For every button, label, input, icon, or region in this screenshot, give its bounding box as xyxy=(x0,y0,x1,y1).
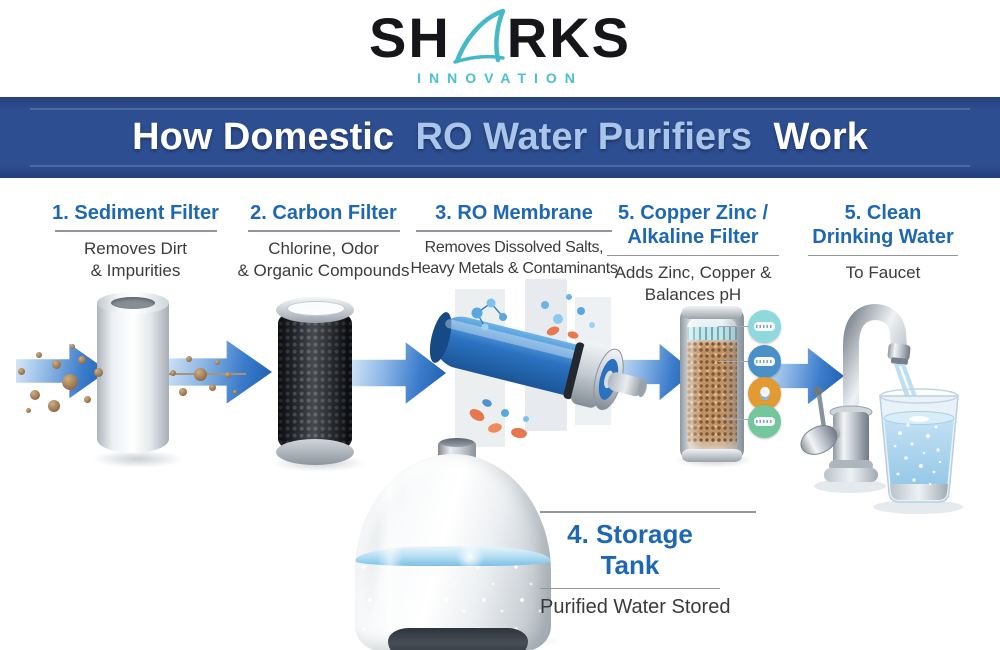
step-description: Adds Zinc, Copper & Balances pH xyxy=(614,263,772,305)
shadow xyxy=(92,450,184,468)
shark-fin-icon xyxy=(453,8,506,66)
shadow xyxy=(873,500,963,514)
copper-zinc-filter-illustration xyxy=(680,306,744,462)
step-description: To Faucet xyxy=(845,263,921,283)
storage-tank-illustration xyxy=(352,438,554,650)
water-glass-icon xyxy=(879,388,959,503)
water-molecules xyxy=(471,294,595,331)
step-label-carbon-filter: 2. Carbon Filter Chlorine, Odor & Organi… xyxy=(226,201,421,282)
step-title: 3. RO Membrane xyxy=(435,202,593,224)
title-banner: How Domestic RO Water Purifiers Work xyxy=(0,97,1000,178)
step-title: 5. Clean Drinking Water xyxy=(812,202,954,249)
storage-title: 4. Storage Tank xyxy=(567,518,693,580)
page-title: How Domestic RO Water Purifiers Work xyxy=(132,116,868,159)
step-title: 1. Sediment Filter xyxy=(52,202,219,224)
title-part-white-2: Work xyxy=(773,116,868,158)
mineral-badge-1 xyxy=(748,310,781,343)
faucet-and-glass-illustration xyxy=(800,303,963,514)
logo-wordmark: SH RKS xyxy=(0,8,1000,66)
step-label-clean-water: 5. Clean Drinking Water To Faucet xyxy=(798,201,968,284)
divider-line xyxy=(607,254,779,257)
logo-text-left: SH xyxy=(368,6,451,69)
connector-line xyxy=(718,419,748,420)
membrane-cylinder xyxy=(429,312,647,411)
step-description: Chlorine, Odor & Organic Compounds xyxy=(237,238,410,280)
storage-tank-label: 4. Storage Tank Purified Water Stored xyxy=(540,511,756,619)
mineral-badge-4 xyxy=(748,405,781,438)
sediment-filter-illustration xyxy=(97,292,169,460)
tank-base xyxy=(388,628,528,650)
divider-line xyxy=(808,254,958,257)
ro-membrane-illustration xyxy=(429,279,647,447)
faucet-icon xyxy=(800,303,911,482)
contaminant-particles xyxy=(469,326,579,439)
divider-line xyxy=(54,230,217,232)
divider-line xyxy=(416,230,612,232)
step-title: 2. Carbon Filter xyxy=(250,202,397,224)
divider-line xyxy=(247,230,400,232)
connector-line xyxy=(718,326,748,327)
step-description: Removes Dirt & Impurities xyxy=(84,238,187,280)
brand-logo: SH RKS INNOVATION xyxy=(0,8,1000,86)
step-label-sediment-filter: 1. Sediment Filter Removes Dirt & Impuri… xyxy=(28,201,243,282)
divider-line xyxy=(540,587,720,589)
divider-line xyxy=(540,511,756,513)
storage-description: Purified Water Stored xyxy=(540,596,731,618)
outlet-tube xyxy=(607,372,644,397)
title-part-blue: RO Water Purifiers xyxy=(415,116,752,158)
step-label-ro-membrane: 3. RO Membrane Removes Dissolved Salts, … xyxy=(408,201,620,279)
step-description: Removes Dissolved Salts, Heavy Metals & … xyxy=(410,238,618,277)
shadow xyxy=(814,479,886,493)
carbon-filter-illustration xyxy=(276,297,354,465)
step-title: 5. Copper Zinc / Alkaline Filter xyxy=(617,202,769,249)
title-part-white-1: How Domestic xyxy=(132,116,394,158)
flow-arrow-icon xyxy=(164,340,272,404)
step-label-copper-zinc-filter: 5. Copper Zinc / Alkaline Filter Adds Zi… xyxy=(602,201,784,306)
mineral-badge-3 xyxy=(748,377,781,410)
mineral-badge-2 xyxy=(748,345,781,378)
connector-line xyxy=(718,361,748,362)
logo-subtitle: INNOVATION xyxy=(417,70,583,86)
logo-text-right: RKS xyxy=(506,6,632,69)
